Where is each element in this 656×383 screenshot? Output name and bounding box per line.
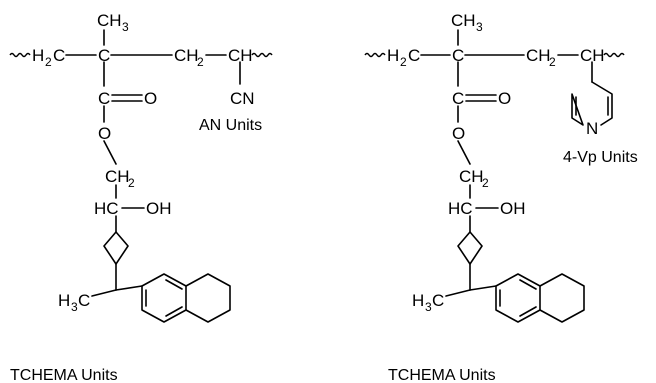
right-ch2: CH bbox=[526, 46, 551, 65]
left-oh: OH bbox=[146, 199, 172, 218]
left-ch2-side-sub: 2 bbox=[128, 176, 135, 190]
right-ch2-side-sub: 2 bbox=[482, 176, 489, 190]
right-tetralin-arene bbox=[495, 273, 541, 323]
right-arene-double-2 bbox=[519, 306, 537, 317]
left-ch2: CH bbox=[174, 46, 199, 65]
right-h2c-sub: 2 bbox=[400, 55, 407, 69]
right-hc: HC bbox=[448, 199, 473, 218]
left-tetralin-cyclohexane bbox=[185, 273, 231, 323]
left-cn: CN bbox=[230, 89, 255, 108]
right-quat-c: C bbox=[452, 46, 464, 65]
right-h2c-h: H bbox=[387, 46, 399, 65]
right-structure: H 2 C C CH 3 CH 2 CH N 4-Vp Units C O O … bbox=[364, 11, 638, 383]
right-bond-quat-arene bbox=[469, 285, 497, 291]
right-ch3-sub: 3 bbox=[476, 20, 483, 34]
right-h3c-sub: 3 bbox=[425, 300, 432, 314]
left-carbonyl-c: C bbox=[98, 89, 110, 108]
left-ch3-c: CH bbox=[97, 11, 122, 30]
right-tetralin-cyclohexane bbox=[539, 273, 585, 323]
right-h3c-h: H bbox=[412, 291, 424, 310]
right-arene-double-3 bbox=[519, 279, 537, 290]
left-arene-double-2 bbox=[165, 306, 183, 317]
caption-tchema-right: TCHEMA Units bbox=[388, 367, 496, 383]
left-h3c-h: H bbox=[58, 291, 70, 310]
right-carbonyl-c: C bbox=[452, 89, 464, 108]
left-tetralin-arene bbox=[141, 273, 187, 323]
right-bond-quat-ch3 bbox=[445, 289, 471, 297]
left-h2c-c: C bbox=[53, 46, 65, 65]
right-cyclobutane-ring bbox=[457, 231, 483, 265]
left-structure: H 2 C C CH 3 CH 2 CH CN AN Units C O O C… bbox=[9, 11, 273, 383]
left-bond-quat-ch3 bbox=[91, 289, 117, 297]
right-wavy-end-stop bbox=[603, 52, 625, 58]
left-ester-o: O bbox=[98, 124, 111, 143]
left-hc: HC bbox=[94, 199, 119, 218]
right-ch2-sub: 2 bbox=[549, 55, 556, 69]
left-h3c-c: C bbox=[78, 291, 90, 310]
right-pyridine-n: N bbox=[586, 119, 598, 138]
caption-4vp-units: 4-Vp Units bbox=[563, 149, 638, 166]
left-wavy-end-start bbox=[9, 52, 31, 58]
left-quat-c: C bbox=[98, 46, 110, 65]
right-ch3-c: CH bbox=[451, 11, 476, 30]
left-bond-o-ch2 bbox=[103, 140, 117, 165]
left-h2c-h: H bbox=[32, 46, 44, 65]
left-wavy-end-stop bbox=[251, 52, 273, 58]
left-carbonyl-o: O bbox=[144, 89, 157, 108]
right-h2c-c: C bbox=[408, 46, 420, 65]
left-ch2-sub: 2 bbox=[197, 55, 204, 69]
left-ch3-sub: 3 bbox=[122, 20, 129, 34]
left-cyclobutane-ring bbox=[103, 231, 129, 265]
left-h2c-sub: 2 bbox=[45, 55, 52, 69]
right-carbonyl-o: O bbox=[498, 89, 511, 108]
right-pyridine-ring bbox=[571, 81, 613, 126]
left-arene-double-3 bbox=[165, 279, 183, 290]
right-ester-o: O bbox=[452, 124, 465, 143]
right-ch2-side: CH bbox=[459, 167, 484, 186]
caption-an-units: AN Units bbox=[199, 117, 262, 134]
right-h3c-c: C bbox=[432, 291, 444, 310]
left-bond-quat-arene bbox=[115, 285, 143, 291]
left-h3c-sub: 3 bbox=[71, 300, 78, 314]
right-oh: OH bbox=[500, 199, 526, 218]
left-ch2-side: CH bbox=[105, 167, 130, 186]
caption-tchema-left: TCHEMA Units bbox=[10, 367, 118, 383]
right-bond-o-ch2 bbox=[457, 140, 471, 165]
right-ch: CH bbox=[580, 46, 605, 65]
left-ch: CH bbox=[228, 46, 253, 65]
right-wavy-end-start bbox=[364, 52, 386, 58]
